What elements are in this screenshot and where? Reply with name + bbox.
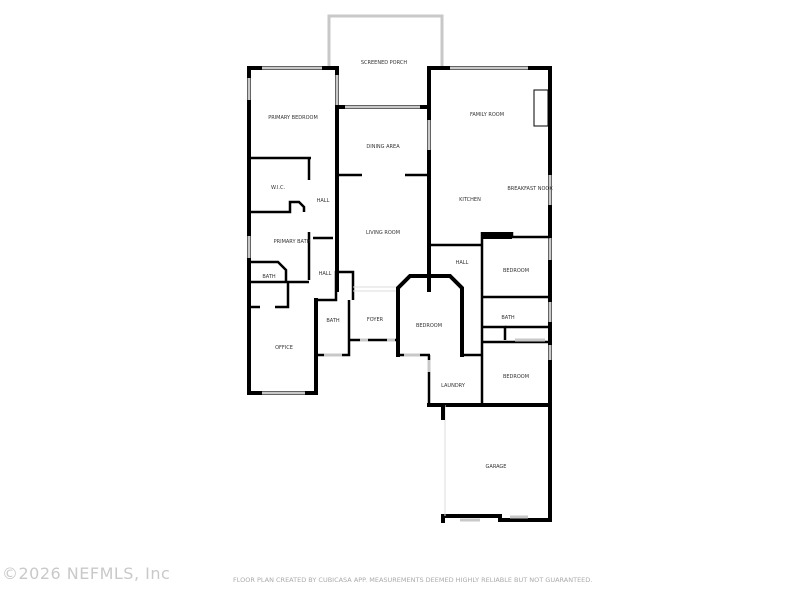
label-family-room: FAMILY ROOM [470, 112, 504, 118]
label-bedroom-1: BEDROOM [503, 268, 529, 274]
label-bedroom-3: BEDROOM [503, 374, 529, 380]
label-primary-bath: PRIMARY BATH [274, 239, 311, 245]
label-primary-bedroom: PRIMARY BEDROOM [268, 115, 318, 121]
label-garage: GARAGE [486, 464, 507, 470]
porch-screens [327, 14, 444, 68]
label-hall-1: HALL [317, 198, 330, 204]
label-screened-porch: SCREENED PORCH [361, 60, 407, 66]
label-dining-area: DINING AREA [366, 144, 400, 150]
label-office: OFFICE [275, 345, 293, 351]
disclaimer: FLOOR PLAN CREATED BY CUBICASA APP. MEAS… [233, 576, 593, 584]
label-bedroom-2: BEDROOM [416, 323, 442, 329]
label-living-room: LIVING ROOM [366, 230, 400, 236]
walls [247, 66, 552, 523]
room-labels: SCREENED PORCH PRIMARY BEDROOM DINING AR… [262, 60, 553, 470]
label-breakfast-nook: BREAKFAST NOOK [507, 186, 553, 192]
label-hall-3: HALL [456, 260, 469, 266]
label-hall-2: HALL [319, 271, 332, 277]
label-foyer: FOYER [367, 317, 384, 323]
label-bath-1: BATH [262, 274, 276, 280]
label-bath-2: BATH [326, 318, 340, 324]
label-wic: W.I.C. [271, 185, 286, 191]
label-laundry: LAUNDRY [441, 383, 466, 389]
watermark: ©2026 NEFMLS, Inc [2, 564, 171, 583]
label-bath-3: BATH [501, 315, 515, 321]
fireplace [533, 89, 549, 127]
label-kitchen: KITCHEN [459, 197, 481, 203]
